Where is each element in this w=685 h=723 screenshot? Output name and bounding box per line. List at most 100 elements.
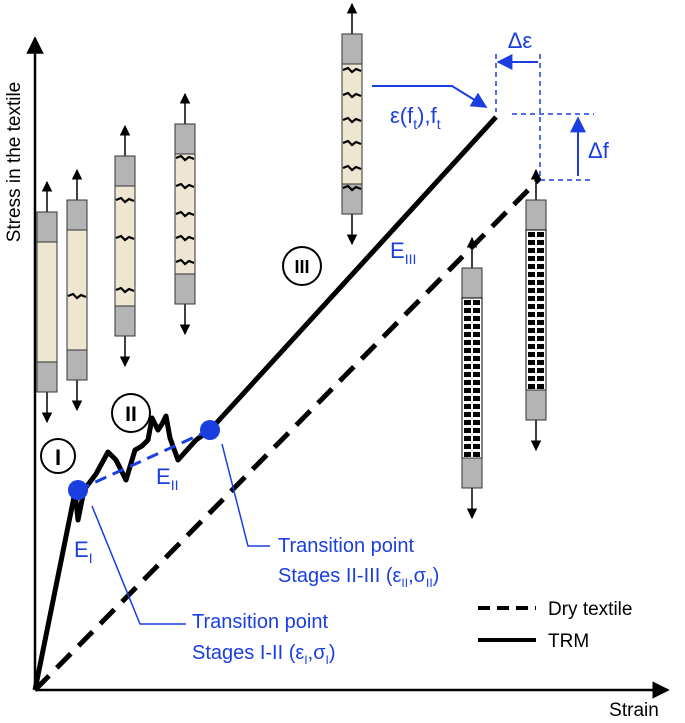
mesh-cell (528, 352, 535, 357)
crack (342, 116, 362, 124)
mesh-cell (464, 436, 471, 441)
specimen-grip-top (461, 267, 483, 299)
mesh-cell (528, 328, 535, 333)
mesh-cell (464, 332, 471, 337)
mesh-cell (528, 296, 535, 301)
transition-1-leader (91, 505, 186, 625)
mesh-cell (537, 360, 544, 365)
specimen-grip-top (174, 123, 196, 155)
mesh-cell (537, 352, 544, 357)
mesh-cell (528, 312, 535, 317)
mesh-cell (528, 256, 535, 261)
crack (115, 196, 135, 204)
mesh-cell (528, 376, 535, 381)
mesh-cell (464, 420, 471, 425)
ultimate-pointer (372, 85, 488, 108)
delta-f-label: Δf (588, 138, 610, 163)
mesh-cell (528, 272, 535, 277)
mesh-cell (473, 300, 480, 305)
stage-ii-secant (77, 428, 211, 492)
stage-ii-badge: II (111, 393, 151, 433)
mesh-cell (537, 304, 544, 309)
mesh-cell (464, 308, 471, 313)
mesh-cell (537, 336, 544, 341)
mesh-cell (473, 380, 480, 385)
trm-curve (32, 115, 498, 691)
x-axis-label: Strain (609, 700, 659, 721)
mesh-cell (473, 420, 480, 425)
mesh-cell (537, 320, 544, 325)
mesh-cell (473, 452, 480, 457)
mesh-cell (528, 288, 535, 293)
mesh-cell (464, 340, 471, 345)
specimen-illustrations (36, 2, 547, 520)
modulus-e2-label: EII (156, 464, 178, 493)
mesh-cell (528, 280, 535, 285)
mesh-cell (528, 248, 535, 253)
transition-2-leader (221, 443, 270, 547)
stage-iii-badge: III (282, 246, 322, 286)
mesh-cell (464, 372, 471, 377)
mesh-cell (537, 328, 544, 333)
mesh-cell (464, 428, 471, 433)
mesh-cell (473, 436, 480, 441)
crack (175, 234, 195, 242)
mesh-cell (528, 384, 535, 389)
mesh-cell (464, 388, 471, 393)
mesh-cell (537, 384, 544, 389)
mesh-cell (528, 264, 535, 269)
mesh-cell (464, 364, 471, 369)
trm-specimen-body (36, 241, 58, 363)
delta-eps-label: Δε (508, 28, 533, 53)
mesh-cell (464, 348, 471, 353)
trm-specimen-body (341, 63, 363, 185)
mesh-cell (473, 332, 480, 337)
mesh-cell (473, 404, 480, 409)
mesh-cell (473, 340, 480, 345)
mesh-cell (537, 256, 544, 261)
mesh-cell (464, 404, 471, 409)
specimen-grip-top (114, 155, 136, 187)
modulus-e1-label: EI (74, 537, 93, 566)
stage-ii-label: II (125, 403, 137, 426)
mesh-cell (537, 248, 544, 253)
crack (342, 139, 362, 147)
mesh-cell (473, 364, 480, 369)
mesh-cell (473, 348, 480, 353)
crack (175, 258, 195, 266)
y-axis-label: Stress in the textile (4, 82, 25, 243)
transition-point-i-ii (68, 480, 88, 500)
axes: Stress in the textile Strain (4, 36, 670, 721)
mesh-cell (473, 372, 480, 377)
specimen-grip-bottom (66, 349, 88, 381)
legend-dry-label: Dry textile (548, 599, 632, 620)
mesh-cell (537, 232, 544, 237)
mesh-cell (464, 300, 471, 305)
transition-2-line2: Stages II-III (εII,σII) (278, 565, 439, 590)
mesh-cell (528, 304, 535, 309)
mesh-cell (528, 344, 535, 349)
mesh-cell (464, 444, 471, 449)
mesh-cell (537, 240, 544, 245)
dry-textile-body (525, 229, 547, 391)
crack (67, 292, 87, 300)
legend: Dry textile TRM (478, 599, 632, 652)
mesh-cell (528, 368, 535, 373)
transition-1-line1: Transition point (192, 611, 328, 633)
crack (115, 286, 135, 294)
crack (342, 184, 362, 192)
mesh-cell (537, 344, 544, 349)
crack (175, 210, 195, 218)
mesh-cell (464, 316, 471, 321)
specimen-grip-bottom (114, 305, 136, 337)
mesh-cell (473, 356, 480, 361)
mesh-cell (528, 360, 535, 365)
mesh-cell (473, 444, 480, 449)
mesh-cell (473, 412, 480, 417)
mesh-cell (473, 388, 480, 393)
legend-trm-label: TRM (548, 631, 589, 652)
mesh-cell (528, 336, 535, 341)
mesh-cell (528, 240, 535, 245)
mesh-cell (473, 324, 480, 329)
